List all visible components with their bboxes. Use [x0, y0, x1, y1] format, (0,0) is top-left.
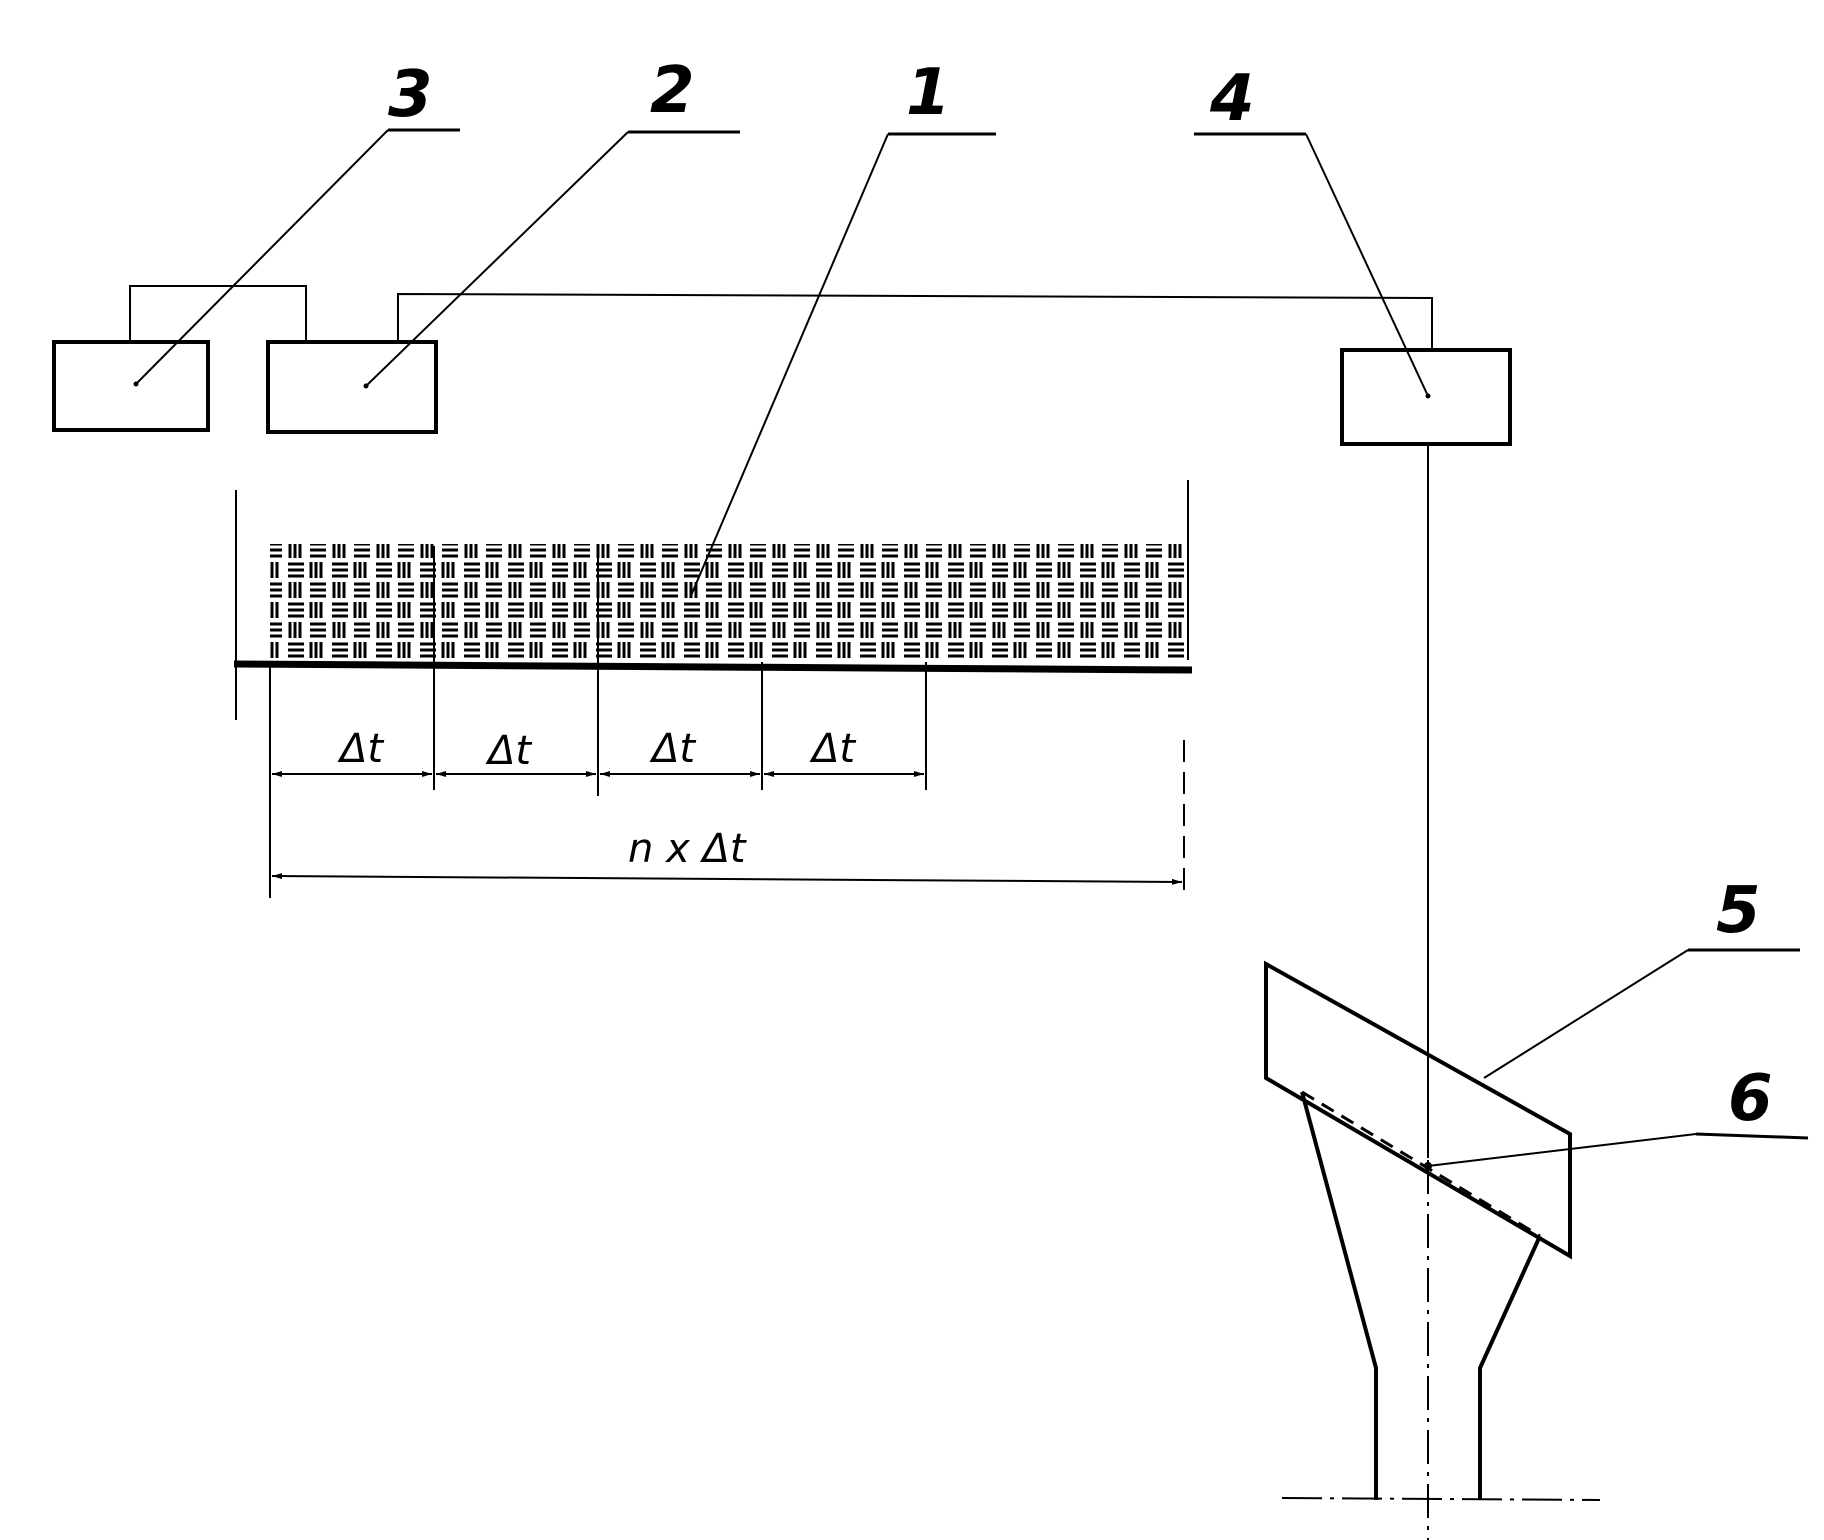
- dim-label-total: n x Δt: [628, 826, 747, 872]
- dimension-lines: [271, 771, 1183, 885]
- device-5: [1264, 960, 1601, 1540]
- callout-3: 3: [388, 58, 433, 132]
- dim-label-seg3: Δt: [649, 726, 696, 772]
- material-strip: [233, 480, 1193, 720]
- block-2: [266, 340, 438, 434]
- leader-lines: [135, 128, 1809, 1167]
- block-4: [1340, 348, 1512, 446]
- callout-1: 1: [906, 56, 951, 130]
- callout-4: 4: [1209, 62, 1255, 136]
- connection-lines: [129, 285, 1433, 350]
- dimension-extension-lines: [269, 662, 1185, 898]
- callout-5: 5: [1716, 874, 1761, 948]
- callout-6: 6: [1728, 1062, 1773, 1136]
- dim-label-seg4: Δt: [809, 726, 856, 772]
- callout-2: 2: [650, 54, 695, 128]
- block-3: [52, 340, 210, 432]
- dim-label-seg2: Δt: [485, 728, 532, 774]
- dim-label-seg1: Δt: [337, 726, 384, 772]
